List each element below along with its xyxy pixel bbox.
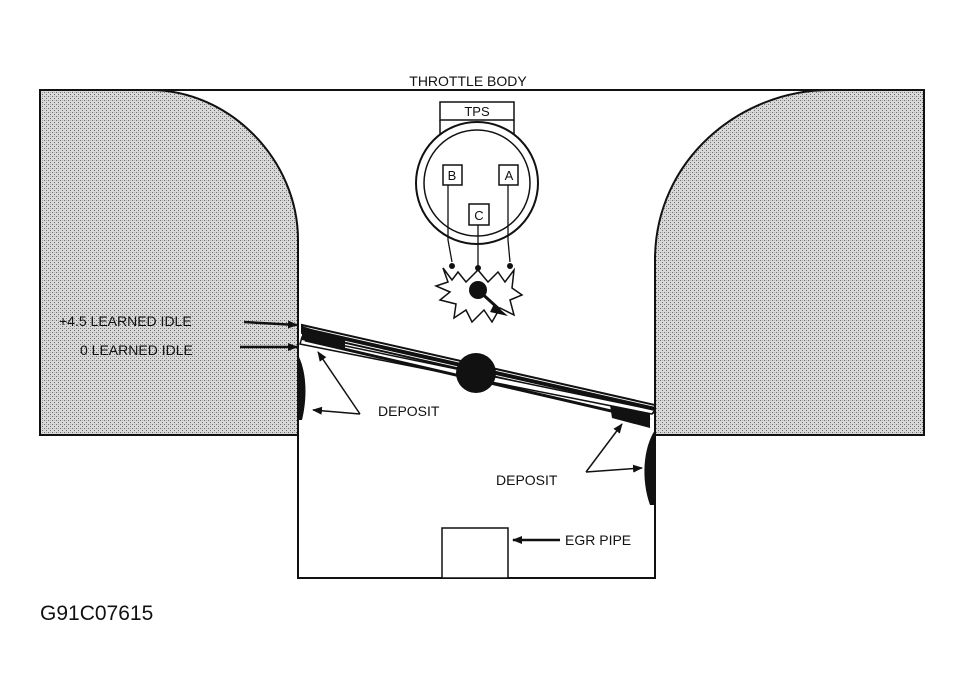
left-housing-casting: [39, 89, 299, 436]
figure-id: G91C07615: [40, 602, 153, 625]
tps-label-box: [439, 101, 515, 121]
deposit-left-mark: [298, 355, 306, 420]
terminal-c-box: [468, 203, 490, 226]
deposit-left-arrow-2: [312, 406, 361, 415]
terminal-a-label: A: [505, 168, 514, 183]
tps-label: TPS: [464, 104, 490, 119]
egr-pipe: [441, 527, 509, 579]
right-housing-casting: [654, 89, 925, 436]
egr-pipe-label: EGR PIPE: [565, 532, 631, 548]
tps-sensor: TPS B A C: [415, 101, 539, 324]
terminal-c-label: C: [474, 208, 483, 223]
learned-idle-high-arrow: [243, 320, 298, 329]
throttle-plate: [299, 323, 657, 428]
tps-inner-ring: [423, 129, 531, 237]
deposit-right-label: DEPOSIT: [496, 472, 558, 488]
terminal-b-box: [442, 164, 463, 186]
terminal-b-label: B: [448, 168, 457, 183]
deposit-right-mark: [644, 430, 655, 505]
throttle-shaft: [456, 353, 496, 393]
learned-idle-zero-label: 0 LEARNED IDLE: [80, 342, 193, 358]
deposit-left-label: DEPOSIT: [378, 403, 440, 419]
learned-idle-high-label: +4.5 LEARNED IDLE: [59, 313, 192, 329]
deposit-left-arrow-1: [317, 351, 361, 415]
deposit-right-arrow-2: [585, 464, 643, 473]
diagram-title: THROTTLE BODY: [409, 73, 527, 89]
deposit-right-arrow-1: [585, 423, 623, 473]
